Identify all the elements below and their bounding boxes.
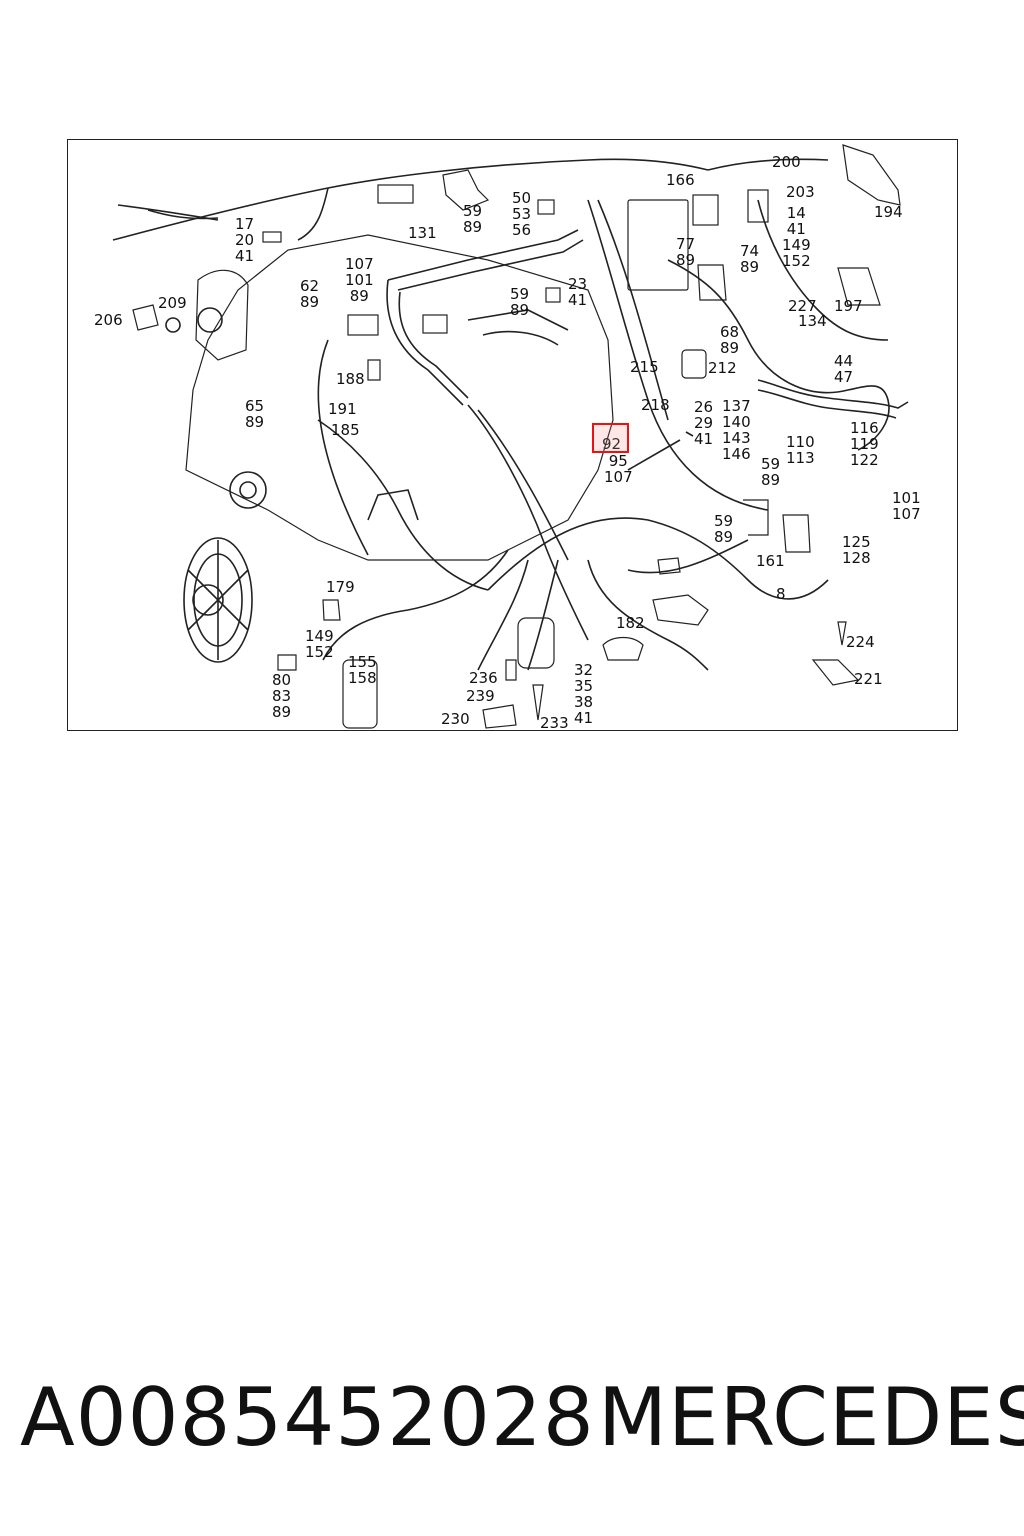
callout-74-89: 74 89 bbox=[740, 242, 760, 276]
callout-203: 203 bbox=[786, 183, 815, 201]
callout-155-158: 155 158 bbox=[348, 653, 377, 687]
callout-161: 161 bbox=[756, 552, 785, 570]
callout-44-47: 44 47 bbox=[834, 352, 854, 386]
callout-116-119-122: 116 119 122 bbox=[850, 419, 879, 469]
callout-26-29-41: 26 29 41 bbox=[694, 398, 714, 448]
callout-95-107: 95 107 bbox=[604, 452, 633, 486]
callout-77-89: 77 89 bbox=[676, 235, 696, 269]
callout-182: 182 bbox=[616, 614, 645, 632]
callout-179: 179 bbox=[326, 578, 355, 596]
callout-59-89-d: 59 89 bbox=[714, 512, 734, 546]
callout-209: 209 bbox=[158, 294, 187, 312]
callout-185: 185 bbox=[331, 421, 360, 439]
callout-59-89-b: 59 89 bbox=[510, 285, 530, 319]
highlight-box bbox=[592, 423, 629, 453]
wiring-diagram-frame: 17 20 41 209 206 62 89 107 101 89 131 59… bbox=[67, 139, 958, 731]
callout-101-107: 101 107 bbox=[892, 489, 921, 523]
callout-65-89: 65 89 bbox=[245, 397, 265, 431]
callout-8: 8 bbox=[776, 585, 786, 603]
callout-137-140-143-146: 137 140 143 146 bbox=[722, 397, 751, 463]
callout-221: 221 bbox=[854, 670, 883, 688]
callout-215: 215 bbox=[630, 358, 659, 376]
part-number: A0085452028 bbox=[20, 1371, 595, 1464]
callout-166: 166 bbox=[666, 171, 695, 189]
callout-110-113: 110 113 bbox=[786, 433, 815, 467]
callout-218: 218 bbox=[641, 396, 670, 414]
callout-206: 206 bbox=[94, 311, 123, 329]
wiring-harness-drawing bbox=[112, 144, 909, 729]
callout-191: 191 bbox=[328, 400, 357, 418]
callout-68-89: 68 89 bbox=[720, 323, 740, 357]
callout-59-89-c: 59 89 bbox=[761, 455, 781, 489]
callout-125-128: 125 128 bbox=[842, 533, 871, 567]
callout-227: 227 bbox=[788, 297, 817, 315]
callout-32-35-38-41: 32 35 38 41 bbox=[574, 661, 594, 727]
callout-17-20-41: 17 20 41 bbox=[235, 215, 255, 265]
callout-14-41-149-152: 14 41 149 152 bbox=[782, 204, 811, 270]
callout-62-89: 62 89 bbox=[300, 277, 320, 311]
callout-212: 212 bbox=[708, 359, 737, 377]
callout-188: 188 bbox=[336, 370, 365, 388]
callout-131: 131 bbox=[408, 224, 437, 242]
callout-92-highlighted: 92 bbox=[602, 435, 622, 453]
callout-134: 134 bbox=[798, 312, 827, 330]
callout-236: 236 bbox=[469, 669, 498, 687]
callout-59-89-a: 59 89 bbox=[463, 202, 483, 236]
callout-230: 230 bbox=[441, 710, 470, 728]
callout-200: 200 bbox=[772, 153, 801, 171]
callout-239: 239 bbox=[466, 687, 495, 705]
callout-194: 194 bbox=[874, 203, 903, 221]
callout-107-101-89: 107 101 89 bbox=[345, 255, 374, 305]
callout-233: 233 bbox=[540, 714, 569, 731]
callout-149-152: 149 152 bbox=[305, 627, 334, 661]
callout-197: 197 bbox=[834, 297, 863, 315]
brand-name: MERCEDES bbox=[598, 1371, 1024, 1464]
callout-50-53-56: 50 53 56 bbox=[512, 189, 532, 239]
callout-23-41: 23 41 bbox=[568, 275, 588, 309]
callout-224: 224 bbox=[846, 633, 875, 651]
callout-80-83-89: 80 83 89 bbox=[272, 671, 292, 721]
